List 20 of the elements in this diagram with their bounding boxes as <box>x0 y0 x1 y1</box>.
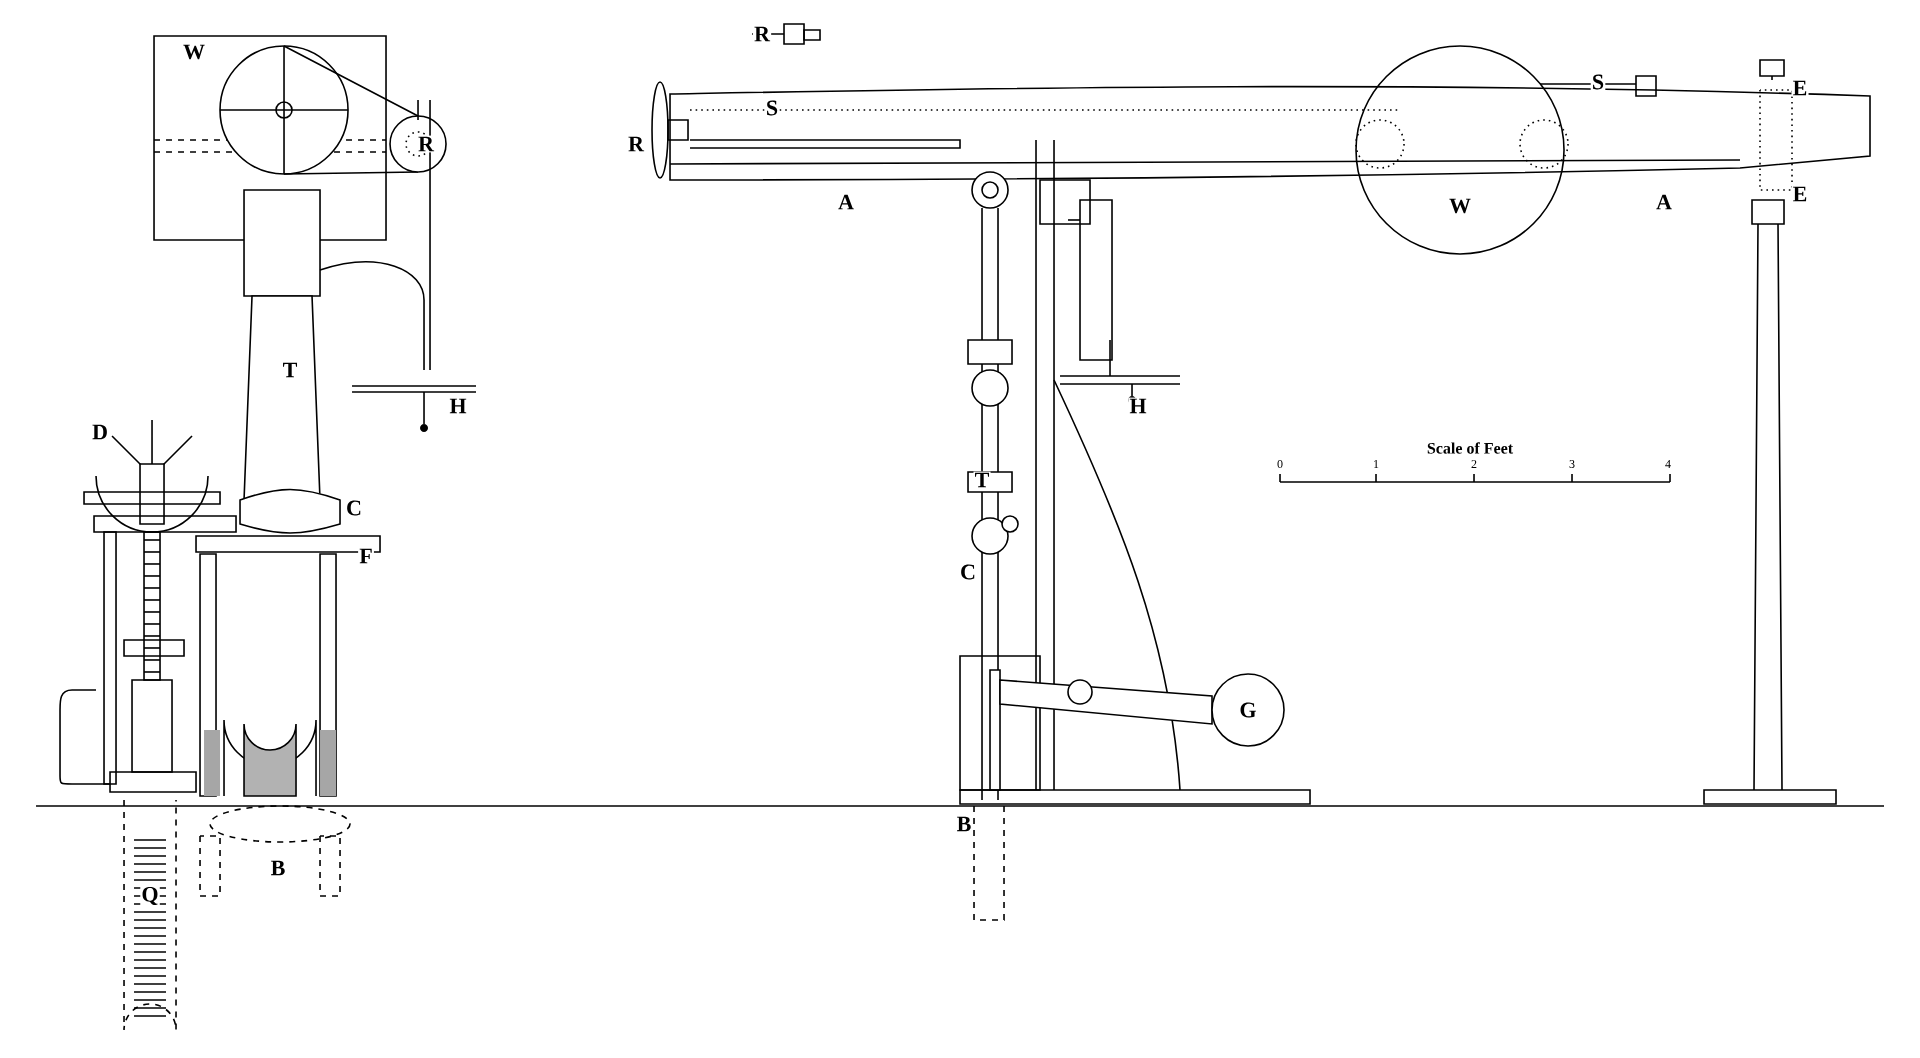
callout-letter: F <box>358 547 374 565</box>
callout-letter: D <box>90 423 110 441</box>
callout-letter: R <box>752 25 772 43</box>
callout-letter: A <box>1654 193 1674 211</box>
callout-letter: H <box>448 397 468 415</box>
callout-letter: A <box>836 193 856 211</box>
scale-title: Scale of Feet <box>1427 442 1514 454</box>
callout-letter: C <box>958 563 978 581</box>
callout-letter: H <box>1128 397 1148 415</box>
callout-letter: E <box>1791 185 1809 203</box>
callout-letter: R <box>626 135 646 153</box>
callout-letter: W <box>1447 197 1473 215</box>
callout-letter: E <box>1791 79 1809 97</box>
callout-letter: Q <box>140 885 160 907</box>
callout-letter: B <box>955 815 973 833</box>
callout-letter: C <box>344 499 364 517</box>
callout-letter: S <box>1590 73 1606 91</box>
callout-letter: G <box>1238 701 1258 719</box>
callout-letter: B <box>269 859 287 877</box>
callout-letter: W <box>181 43 207 61</box>
